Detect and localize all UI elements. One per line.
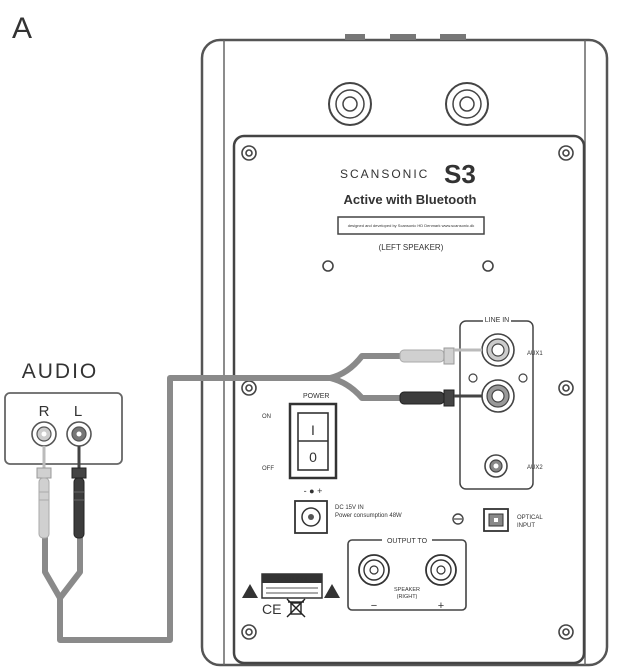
ground-screw-icon xyxy=(452,513,464,525)
speaker-terminal-negative[interactable] xyxy=(358,554,390,586)
rca-plug-dark-source xyxy=(71,446,87,539)
info-plate-text: designed and developed by Scansonic HD D… xyxy=(348,223,475,228)
optical-label-line2: INPUT xyxy=(517,523,535,529)
aux1-label: AUX1 xyxy=(527,351,543,357)
rca-cable xyxy=(42,353,405,643)
svg-text:!: ! xyxy=(331,589,333,598)
info-plate xyxy=(337,216,485,235)
switch-off-symbol: 0 xyxy=(309,449,317,465)
power-off-label: OFF xyxy=(262,466,274,472)
tagline: Active with Bluetooth xyxy=(344,192,477,207)
speaker-out-label-2: (RIGHT) xyxy=(397,594,418,600)
speaker-terminal-positive[interactable] xyxy=(425,554,457,586)
bass-port-left xyxy=(328,82,372,126)
ce-mark: CE xyxy=(262,601,281,617)
plus-symbol: + xyxy=(438,600,444,612)
speaker-output-group: OUTPUT TO SPEAKER (RIGHT) − + xyxy=(347,535,467,612)
panel-label: A xyxy=(12,12,32,45)
speaker-out-label-1: SPEAKER xyxy=(394,587,420,593)
weee-bin-icon xyxy=(286,598,306,618)
caution-warning-icon: ! CAUTION ! xyxy=(242,573,340,599)
optical-input-port[interactable] xyxy=(483,508,509,532)
switch-on-symbol: I xyxy=(311,422,315,438)
line-in-group: LINE IN AUX1 AUX2 xyxy=(459,314,543,490)
power-on-label: ON xyxy=(262,414,271,420)
aux2-jack[interactable] xyxy=(484,454,508,478)
svg-text:!: ! xyxy=(249,589,251,598)
dc-polarity-icon: - ● + xyxy=(304,486,323,496)
speaker-position-label: (LEFT SPEAKER) xyxy=(379,243,444,252)
audio-source-label: AUDIO xyxy=(22,360,99,383)
rca-plug-white-speaker xyxy=(399,347,482,365)
bass-port-right xyxy=(445,82,489,126)
rca-plug-dark-speaker xyxy=(399,389,482,407)
minus-symbol: − xyxy=(371,600,377,612)
source-jack-r[interactable] xyxy=(31,421,57,447)
power-label: POWER xyxy=(303,393,329,400)
rca-jack-left[interactable] xyxy=(481,379,515,413)
rca-plug-white-source xyxy=(36,446,52,539)
rca-jack-right[interactable] xyxy=(481,333,515,367)
model-name: S3 xyxy=(444,159,476,189)
caution-label: CAUTION xyxy=(277,576,307,583)
small-screw-icons xyxy=(468,373,528,383)
aux2-label: AUX2 xyxy=(527,465,543,471)
brand-name: SCANSONIC xyxy=(340,167,429,181)
jack-l-label: L xyxy=(74,403,82,420)
power-consumption-label: Power consumption 48W xyxy=(335,513,402,519)
power-switch[interactable]: I 0 xyxy=(288,402,338,480)
audio-source-device xyxy=(4,392,123,465)
screw-icons xyxy=(241,145,574,640)
jack-r-label: R xyxy=(39,403,50,420)
dc-in-label: DC 15V IN xyxy=(335,505,364,511)
output-to-label: OUTPUT TO xyxy=(387,538,428,545)
dc-input-jack[interactable] xyxy=(294,500,328,534)
line-in-label: LINE IN xyxy=(485,317,510,324)
optical-label-line1: OPTICAL xyxy=(517,515,543,521)
source-jack-l[interactable] xyxy=(66,421,92,447)
